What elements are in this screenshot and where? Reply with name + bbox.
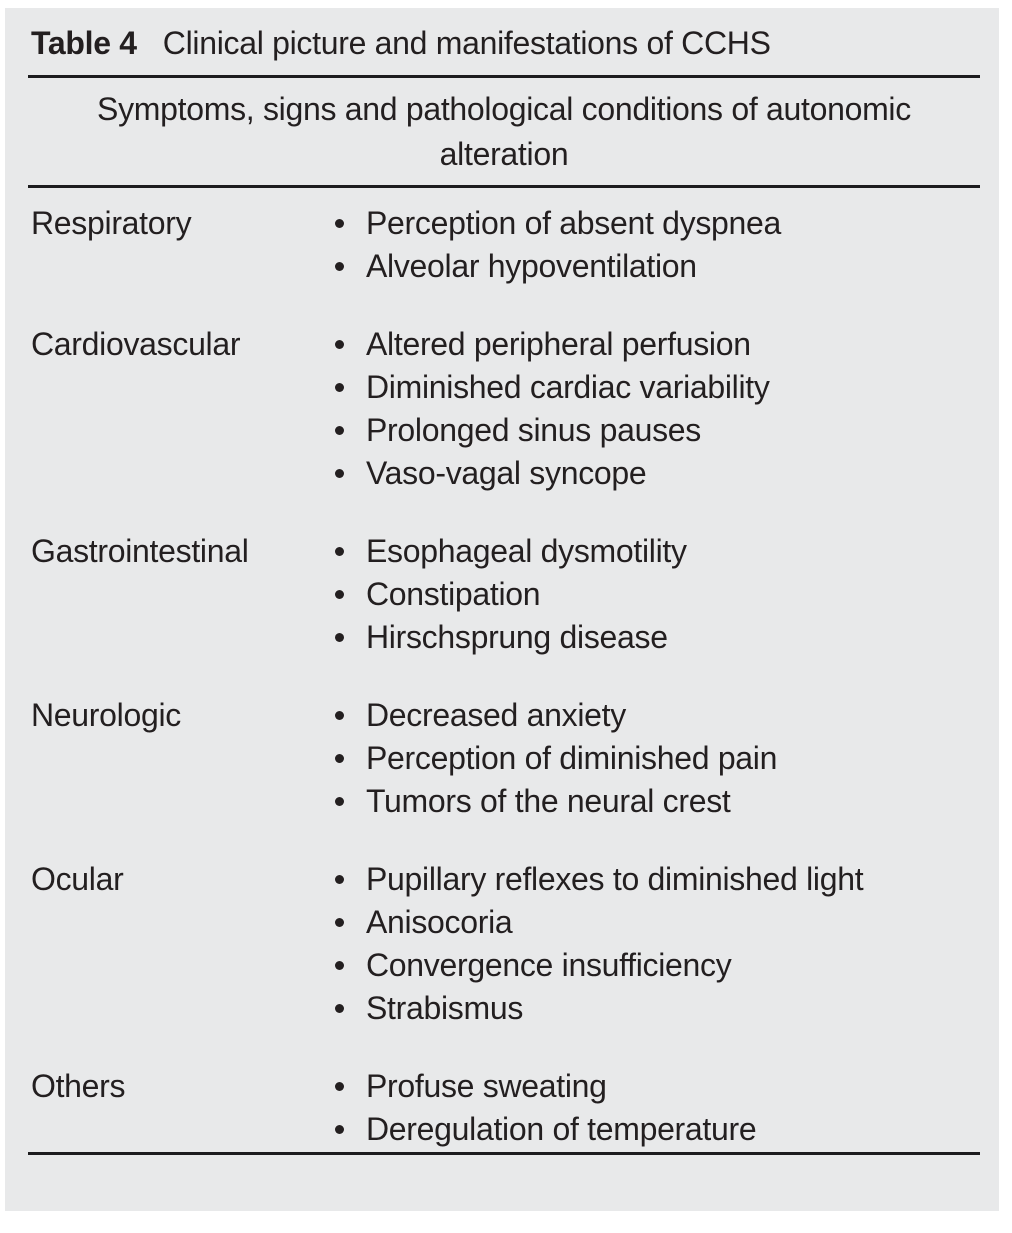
symptom-item: Profuse sweating <box>334 1065 756 1108</box>
category-label: Ocular <box>31 861 124 897</box>
table-section: Ocular Pupillary reflexes to diminished … <box>28 858 980 1030</box>
table-body: Respiratory Perception of absent dyspnea… <box>28 202 980 1151</box>
symptom-item: Alveolar hypoventilation <box>334 245 781 288</box>
table-title: Clinical picture and manifestations of C… <box>162 25 771 61</box>
category-label: Neurologic <box>31 697 181 733</box>
table-section: Cardiovascular Altered peripheral perfus… <box>28 323 980 495</box>
table-caption: Table 4 Clinical picture and manifestatio… <box>28 22 980 65</box>
symptom-item: Perception of absent dyspnea <box>334 202 781 245</box>
symptom-item: Constipation <box>334 573 687 616</box>
symptom-item: Vaso-vagal syncope <box>334 452 770 495</box>
symptom-item: Tumors of the neural crest <box>334 780 777 823</box>
symptom-item: Decreased anxiety <box>334 694 777 737</box>
table-section: Respiratory Perception of absent dyspnea… <box>28 202 980 288</box>
symptom-item: Pupillary reflexes to diminished light <box>334 858 864 901</box>
symptom-item: Strabismus <box>334 987 863 1030</box>
category-label: Gastrointestinal <box>31 533 249 569</box>
table-subtitle: Symptoms, signs and pathological conditi… <box>97 91 911 172</box>
symptom-item: Prolonged sinus pauses <box>334 409 770 452</box>
category-label: Others <box>31 1068 126 1104</box>
rule-top <box>28 75 980 78</box>
symptom-item: Perception of diminished pain <box>334 737 777 780</box>
table-inner: Table 4 Clinical picture and manifestatio… <box>5 22 999 1155</box>
category-label: Respiratory <box>31 205 192 241</box>
table-label: Table 4 <box>31 25 137 61</box>
symptom-item: Esophageal dysmotility <box>334 530 687 573</box>
rule-bottom <box>28 1152 980 1155</box>
symptom-item: Anisocoria <box>334 901 863 944</box>
table-panel: Table 4 Clinical picture and manifestatio… <box>5 8 999 1211</box>
symptom-item: Diminished cardiac variability <box>334 366 770 409</box>
symptom-item: Deregulation of temperature <box>334 1108 757 1151</box>
symptom-item: Hirschsprung disease <box>334 616 687 659</box>
rule-header <box>28 185 980 188</box>
symptom-item: Altered peripheral perfusion <box>334 323 770 366</box>
symptom-item: Convergence insufficiency <box>334 944 863 987</box>
category-label: Cardiovascular <box>31 326 241 362</box>
